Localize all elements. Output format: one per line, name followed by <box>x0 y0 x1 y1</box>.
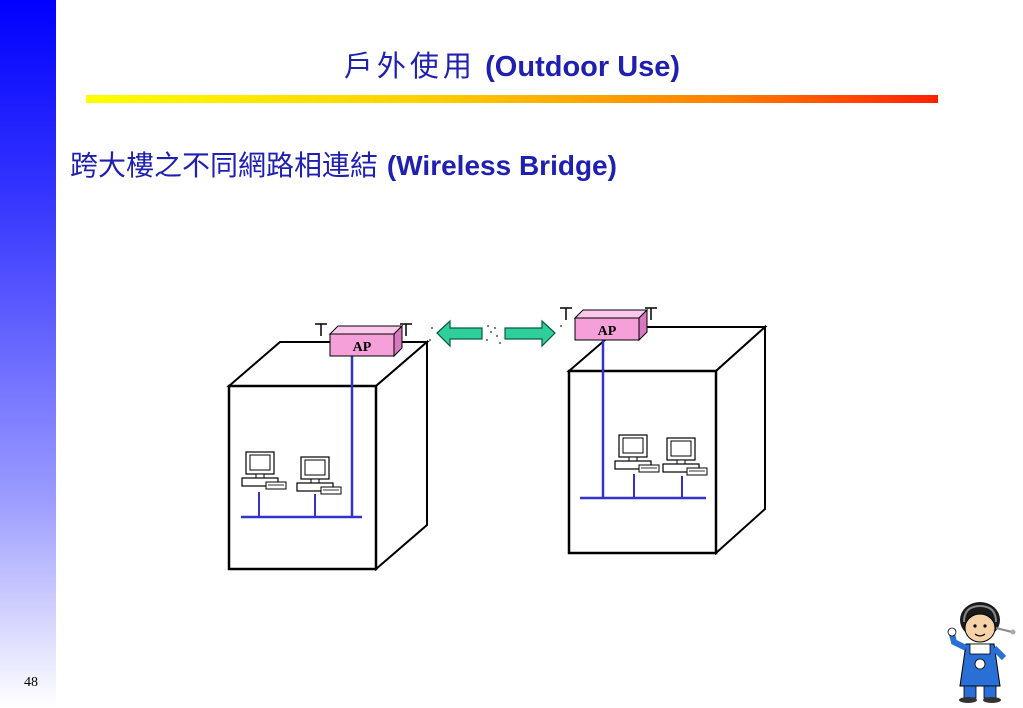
title-chinese: 戶外使用 <box>343 49 476 83</box>
title-underline <box>86 95 938 103</box>
left-accent-bar <box>0 0 56 708</box>
mascot-icon <box>947 602 1016 703</box>
subtitle-english: (Wireless Bridge) <box>386 150 617 181</box>
left-building: AP <box>226 323 430 572</box>
right-access-point: AP <box>560 307 657 342</box>
page-title: 戶外使用 (Outdoor Use) <box>86 46 938 87</box>
subtitle-chinese: 跨大樓之不同網路相連結 <box>70 149 379 182</box>
subtitle: 跨大樓之不同網路相連結 (Wireless Bridge) <box>70 146 617 186</box>
title-english: (Outdoor Use) <box>485 51 681 83</box>
left-arrow-icon <box>436 319 483 348</box>
right-building: AP <box>560 307 768 556</box>
signal-dots <box>429 325 562 344</box>
right-arrow-icon <box>504 319 556 348</box>
left-ap-label: AP <box>353 340 372 355</box>
page-number: 48 <box>24 675 38 690</box>
right-ap-label: AP <box>598 324 617 339</box>
left-access-point: AP <box>315 323 412 358</box>
